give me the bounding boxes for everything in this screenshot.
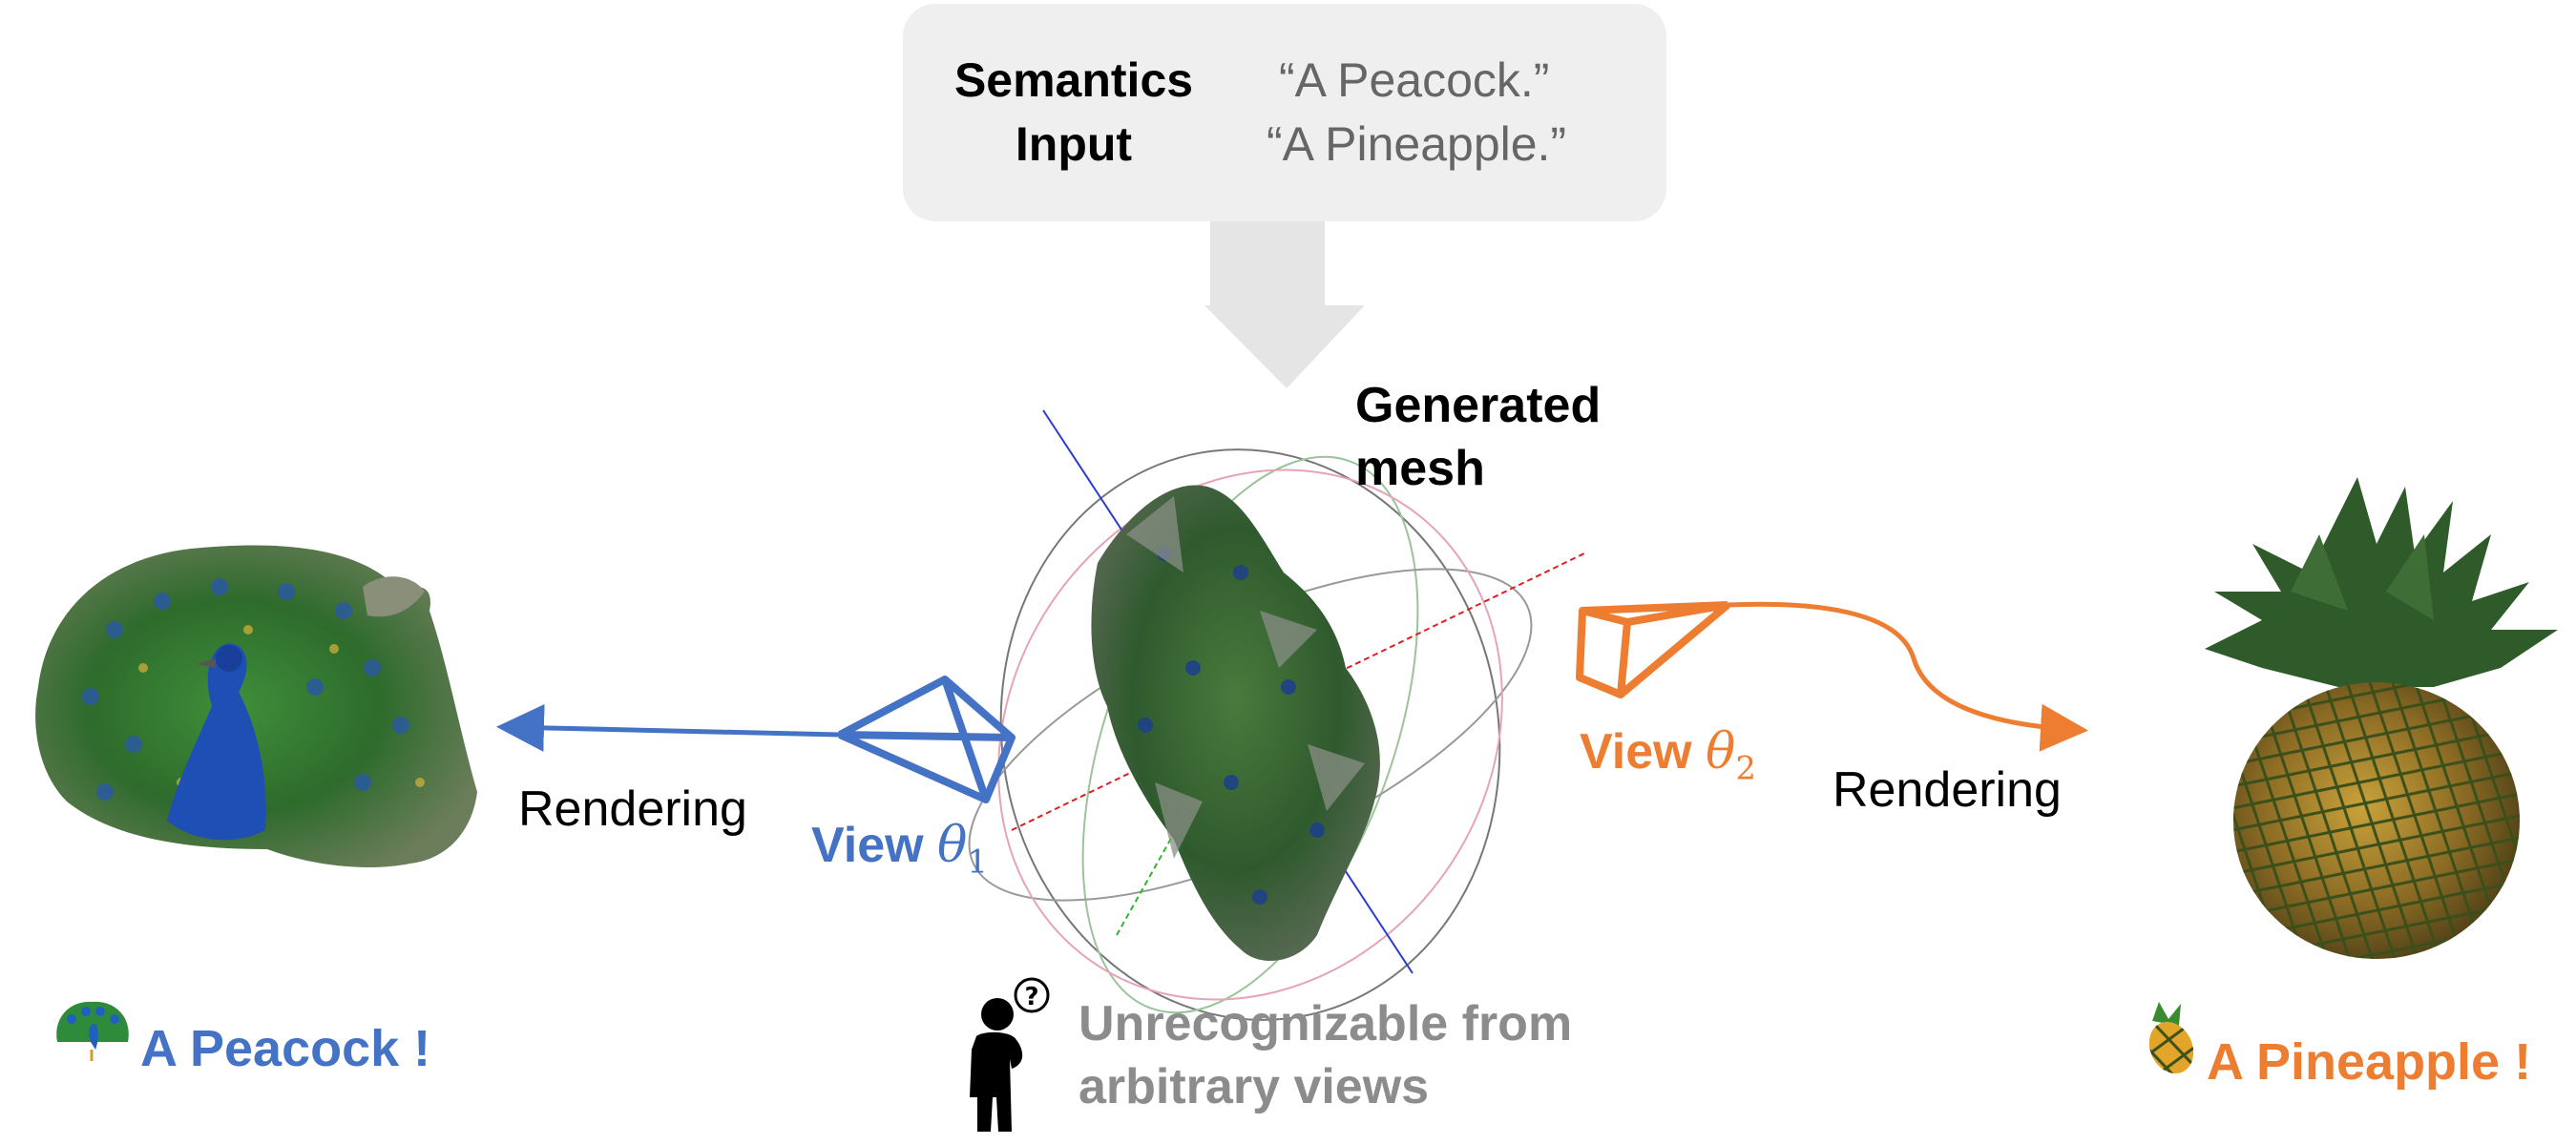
- left-theta-symbol: θ1: [937, 817, 988, 874]
- peacock-result-label: A Peacock !: [140, 1019, 430, 1078]
- left-rendering-label: Rendering: [518, 781, 747, 838]
- left-view-label: View θ1: [811, 817, 988, 881]
- right-view-label: View θ2: [1580, 723, 1756, 787]
- right-view-text: View: [1580, 724, 1692, 780]
- mesh-label-line1: Generated: [1355, 374, 1601, 437]
- svg-text:?: ?: [1024, 983, 1038, 1011]
- observer-caption-line2: arbitrary views: [1079, 1055, 1572, 1118]
- thinking-person-icon: ?: [970, 979, 1048, 1132]
- peacock-render-image: [35, 545, 477, 867]
- left-camera-icon: [840, 679, 1012, 800]
- mesh-label-line2: mesh: [1355, 437, 1601, 500]
- right-rendering-label: Rendering: [1833, 761, 2062, 819]
- left-rendering-arrow: [506, 727, 840, 735]
- right-rendering-arrow: [1728, 604, 2079, 730]
- peacock-icon: [56, 1002, 129, 1061]
- input-down-arrow: [1204, 221, 1365, 388]
- right-theta-symbol: θ2: [1706, 723, 1756, 781]
- pineapple-icon: [2141, 1002, 2202, 1081]
- pineapple-result-label: A Pineapple !: [2207, 1032, 2531, 1092]
- observer-caption-line1: Unrecognizable from: [1079, 992, 1572, 1055]
- pineapple-render-image: [2205, 477, 2558, 959]
- right-camera-icon: [1580, 605, 1728, 695]
- left-view-text: View: [811, 818, 924, 873]
